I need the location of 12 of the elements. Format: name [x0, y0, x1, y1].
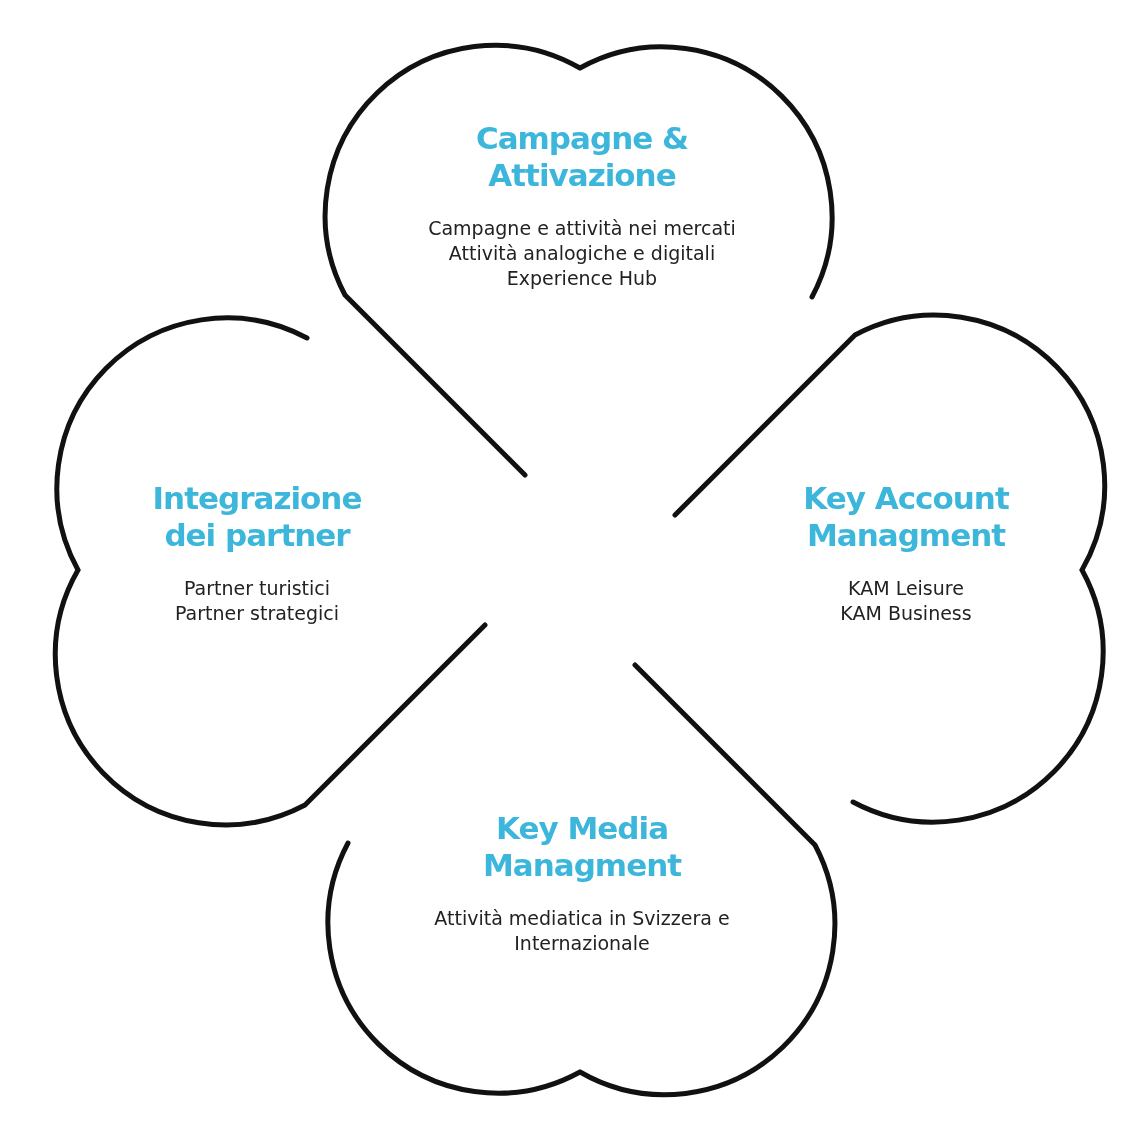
item-text: Experience Hub	[505, 266, 659, 291]
section-heading: Key Media Managment	[481, 810, 683, 884]
item-text: Partner turistici	[183, 576, 331, 601]
item-text: KAM Leisure	[847, 576, 965, 601]
item-text: Campagne e attività nei mercati	[428, 216, 736, 241]
item-text: KAM Business	[839, 601, 973, 626]
section-heading: Campagne & Attivazione	[474, 120, 690, 194]
item-text: Attività analogiche e digitali	[447, 241, 717, 266]
item-text: Partner strategici	[173, 601, 341, 626]
section-heading: Integrazione dei partner	[151, 480, 363, 554]
item-text: Attività mediatica in Svizzera e Internazionale	[433, 906, 731, 956]
section-heading: Key Account Managment	[802, 480, 1010, 554]
